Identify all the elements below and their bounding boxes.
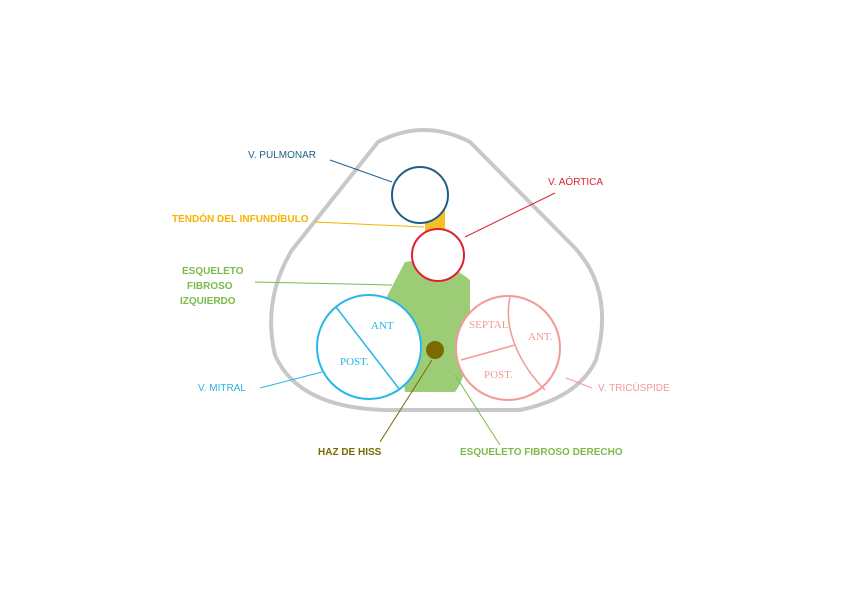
mitral-ant-text: ANT (371, 320, 394, 332)
label-esqueleto-izq-1: ESQUELETO (182, 266, 244, 277)
mitral-post-text: POST. (340, 356, 369, 368)
tric-post-text: POST. (484, 369, 513, 381)
mitral-valve (317, 295, 421, 399)
bundle-of-his (426, 341, 444, 359)
leader-tricuspide (566, 378, 592, 388)
pulmonary-valve (392, 167, 448, 223)
leader-mitral (260, 372, 322, 388)
aortic-valve (412, 229, 464, 281)
label-pulmonar: V. PULMONAR (248, 150, 316, 161)
label-tricuspide: V. TRICÚSPIDE (598, 381, 670, 394)
label-esqueleto-izq-2: FIBROSO (187, 281, 233, 292)
label-esqueleto-izq-3: IZQUIERDO (180, 296, 236, 307)
tric-ant-text: ANT. (528, 331, 553, 343)
leader-tendon (315, 222, 424, 227)
label-haz: HAZ DE HISS (318, 447, 382, 458)
tric-septal-text: SEPTAL (469, 319, 509, 331)
label-tendon: TENDÓN DEL INFUNDÍBULO (172, 212, 309, 225)
label-mitral: V. MITRAL (198, 383, 246, 394)
label-esqueleto-der: ESQUELETO FIBROSO DERECHO (460, 447, 623, 458)
label-aortica: V. AÓRTICA (548, 175, 603, 188)
